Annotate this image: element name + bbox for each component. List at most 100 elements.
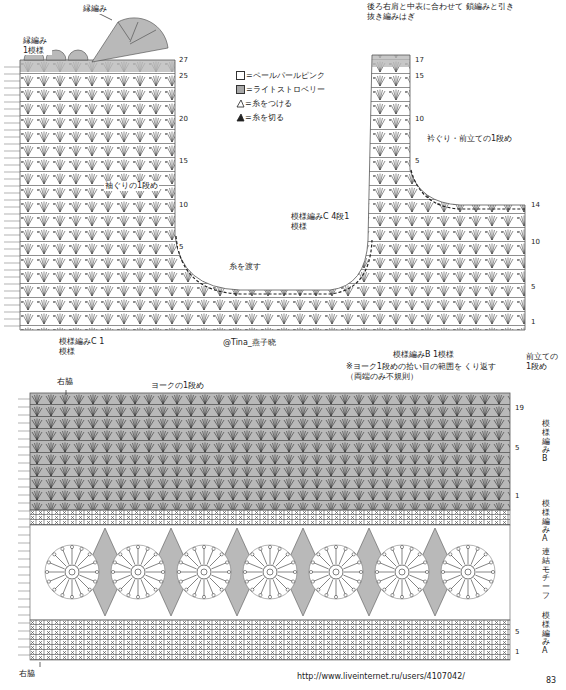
petal-stitch: [273, 550, 279, 565]
chart-label: 25: [178, 72, 189, 80]
petal-stitch: [314, 563, 329, 569]
row-tick: [18, 415, 30, 416]
picot: [476, 593, 479, 596]
section-label: 連結モチーフ: [542, 548, 550, 601]
picot: [457, 593, 460, 596]
picot: [127, 547, 130, 550]
picot: [278, 547, 281, 550]
picot: [449, 553, 452, 556]
chart-a: [30, 510, 510, 525]
petal-stitch: [380, 575, 395, 581]
motif-ring: [399, 569, 405, 575]
motif-ring: [69, 569, 75, 575]
row-tick: [4, 312, 20, 313]
chart-label: 模様編みC 1模様: [58, 337, 112, 356]
petal-stitch: [246, 572, 262, 573]
picot: [225, 561, 228, 564]
picot: [311, 561, 314, 564]
petal-stitch: [253, 555, 264, 566]
petal-stitch: [451, 555, 462, 566]
picot: [70, 545, 73, 548]
legend-item: =糸を切る: [236, 112, 325, 123]
picot: [259, 547, 262, 550]
picot: [491, 570, 494, 573]
picot: [466, 595, 469, 598]
picot: [476, 547, 479, 550]
petal-stitch: [474, 578, 485, 589]
picot: [317, 553, 320, 556]
picot: [400, 595, 403, 598]
yarn-mark: [237, 100, 244, 107]
row-tick: [18, 463, 30, 464]
petal-stitch: [207, 550, 213, 565]
section-label: 模様編みA: [542, 500, 550, 544]
petal-stitch: [312, 572, 328, 573]
picot: [325, 593, 328, 596]
motif-outline: [111, 545, 165, 599]
motif-ring: [465, 569, 471, 575]
row-tick: [4, 256, 20, 257]
motif-center: [197, 565, 211, 579]
picot: [259, 593, 262, 596]
motif-ring: [135, 569, 141, 575]
petal-stitch: [261, 579, 267, 594]
petal-stitch: [451, 578, 462, 589]
picot: [154, 553, 157, 556]
row-tick: [18, 567, 30, 568]
picot: [268, 545, 271, 548]
petal-stitch: [248, 575, 263, 581]
chart-label: 前立ての1段め: [525, 352, 563, 371]
row-tick: [4, 326, 20, 327]
petal-stitch: [380, 563, 395, 569]
petal-stitch: [336, 548, 337, 564]
picot: [220, 553, 223, 556]
petal-stitch: [78, 555, 89, 566]
row-tick: [4, 179, 20, 180]
row-tick: [18, 423, 30, 424]
row-tick: [4, 67, 20, 68]
petal-stitch: [253, 578, 264, 589]
picot: [334, 595, 337, 598]
picot: [352, 553, 355, 556]
petal-stitch: [342, 578, 353, 589]
picot: [359, 570, 362, 573]
row-tick: [18, 479, 30, 480]
petal-stitch: [75, 550, 81, 565]
picot: [418, 588, 421, 591]
row-tick: [4, 249, 20, 250]
petal-stitch: [393, 550, 399, 565]
legend-item: =ライトストロベリー: [236, 84, 325, 95]
petal-stitch: [80, 572, 96, 573]
picot: [344, 547, 347, 550]
chart-label: 模様編みC 4段1模様: [290, 212, 356, 231]
picot: [375, 570, 378, 573]
picot: [93, 561, 96, 564]
petal-stitch: [211, 575, 226, 581]
leader-line: [40, 390, 66, 667]
petal-stitch: [211, 563, 226, 569]
row-tick: [18, 399, 30, 400]
picot: [113, 561, 116, 564]
chart-label: 1: [514, 648, 520, 656]
petal-stitch: [145, 575, 160, 581]
row-tick: [18, 527, 30, 528]
row-tick: [4, 172, 20, 173]
petal-stitch: [146, 572, 162, 573]
petal-stitch: [187, 578, 198, 589]
row-tick: [4, 319, 20, 320]
row-tick: [18, 583, 30, 584]
petal-stitch: [207, 579, 213, 594]
picot: [225, 580, 228, 583]
legend-text: =ペールパールピンク: [246, 70, 325, 81]
petal-stitch: [204, 580, 205, 596]
picot: [293, 570, 296, 573]
row-tick: [4, 88, 20, 89]
petal-stitch: [187, 555, 198, 566]
row-tick: [18, 639, 30, 640]
chart-label: 袖ぐりの1段め: [104, 181, 159, 191]
petal-stitch: [121, 578, 132, 589]
row-tick: [4, 228, 20, 229]
petal-stitch: [475, 563, 490, 569]
grey-row: [372, 55, 410, 67]
chart-label: 5: [530, 283, 536, 291]
